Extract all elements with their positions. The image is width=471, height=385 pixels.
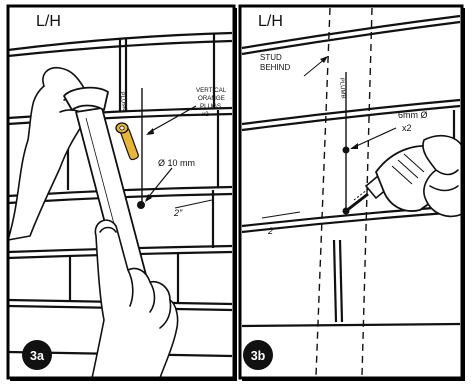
depth-line-a <box>174 199 213 209</box>
panel-3b-frame <box>238 4 464 380</box>
panel-3a: PLUMB VERTICAL ORANGE PLUGS x2 Ø 10 mm 2… <box>7 13 233 379</box>
arrowhead-icon <box>146 128 154 135</box>
plumb-label-b: PLUMB <box>338 78 346 99</box>
plugs-note-line2: ORANGE <box>198 95 225 102</box>
drill-hand-icon <box>422 134 463 218</box>
depth-line-b <box>261 211 301 219</box>
arrowhead-icon <box>320 56 328 63</box>
plumb-label-a: PLUMB <box>118 91 127 112</box>
step-badge-3b: 3b <box>243 340 273 370</box>
stud-note-line1: STUD <box>260 53 282 62</box>
drill-size-arrow-a <box>145 167 173 201</box>
panel-3a-frame <box>6 4 236 380</box>
stud-note-line2: BEHIND <box>260 63 290 72</box>
step-badge-3b-label: 3b <box>251 349 266 363</box>
drill-size-arrow-b <box>351 127 397 149</box>
step-badge-3a: 3a <box>22 340 52 370</box>
drill-hole-a <box>137 201 145 209</box>
drill-hole-b-upper <box>342 146 350 154</box>
plugs-note-line4: x2 <box>202 111 209 118</box>
orange-plug <box>115 122 139 161</box>
right-hand-icon <box>91 219 179 379</box>
arrowhead-icon <box>350 143 358 149</box>
side-label-a: L/H <box>36 13 61 30</box>
panel-3b-shadow <box>242 8 465 381</box>
side-label-b: L/H <box>258 13 283 30</box>
drill-size-b-line2: x2 <box>402 123 412 133</box>
depth-mark-b: 2" <box>267 226 277 236</box>
plugs-note-line1: VERTICAL <box>196 87 227 94</box>
brick-wall-b <box>241 14 461 328</box>
drill-size-b-line1: 6mm Ø <box>398 110 428 120</box>
plug-note-arrow <box>147 105 197 134</box>
arrowhead-icon <box>145 194 152 202</box>
depth-mark-a: 2" <box>173 208 183 218</box>
drill-size-a: Ø 10 mm <box>158 158 195 168</box>
plugs-note-line3: PLUGS <box>200 103 221 110</box>
stud-outline <box>315 7 373 377</box>
step-badge-3a-label: 3a <box>30 349 45 363</box>
panel-3b: PLUMB STUD BEHIND 6mm Ø x2 2" <box>241 7 463 377</box>
panel-3a-shadow <box>10 8 237 381</box>
